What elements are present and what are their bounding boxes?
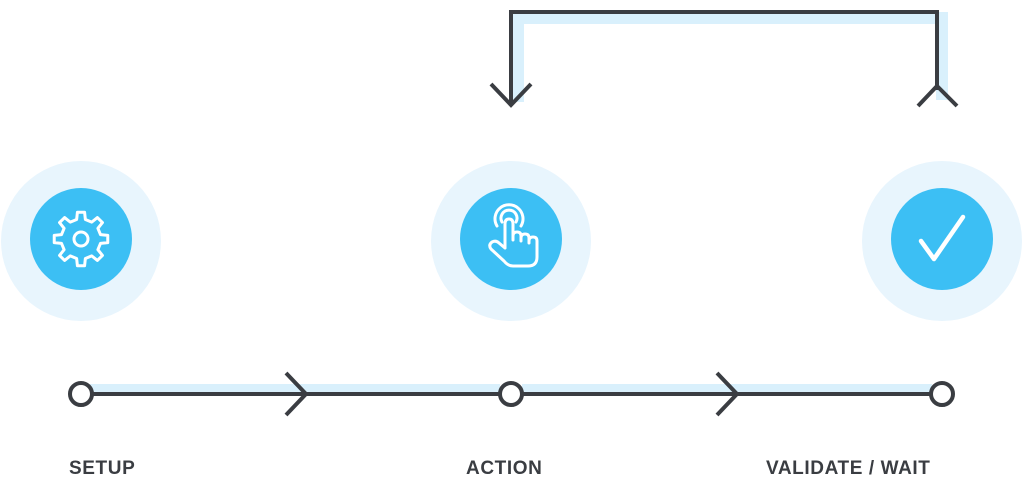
loop-arrowhead-down-icon xyxy=(489,82,533,108)
timeline-highlight-1 xyxy=(90,384,500,392)
step-label-validate: VALIDATE / WAIT xyxy=(766,458,931,479)
loop-highlight xyxy=(512,12,948,102)
action-badge xyxy=(460,188,562,290)
loop-arrowhead-up-icon xyxy=(916,83,959,108)
setup-badge xyxy=(30,188,132,290)
timeline-node-action xyxy=(498,381,524,407)
timeline-node-validate xyxy=(929,381,955,407)
validate-badge xyxy=(891,188,993,290)
step-label-action: ACTION xyxy=(466,458,543,479)
step-action xyxy=(431,161,591,321)
pointing-hand-icon xyxy=(488,203,539,268)
timeline-node-setup xyxy=(68,381,94,407)
step-label-setup: SETUP xyxy=(69,458,136,479)
loop-connector xyxy=(509,10,939,104)
checkmark-icon xyxy=(918,214,966,262)
gear-icon xyxy=(52,210,110,268)
timeline-highlight-2 xyxy=(522,384,932,392)
step-validate xyxy=(862,161,1022,321)
step-setup xyxy=(1,161,161,321)
timeline-arrow-icon-1 xyxy=(284,371,309,417)
timeline-arrow-icon-2 xyxy=(715,371,740,417)
